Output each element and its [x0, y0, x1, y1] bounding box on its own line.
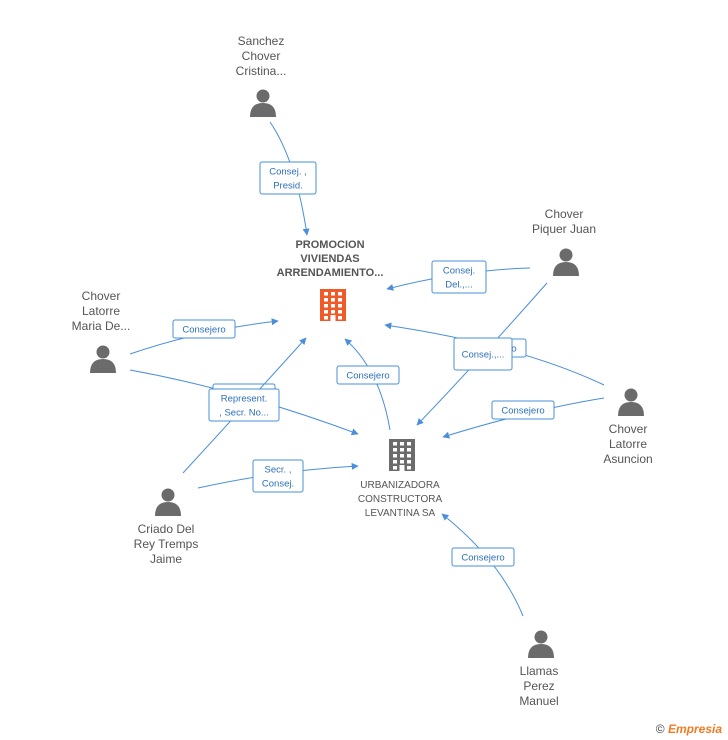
edge-label-box[interactable]	[259, 161, 317, 195]
edge-llamas-urbanizadora: Consejero	[441, 513, 524, 617]
person-icon[interactable]	[528, 630, 554, 659]
edge-sanchez-promocion: Consej. , Presid.	[259, 121, 317, 236]
edge-label-text: Represent.	[221, 394, 267, 405]
edge-label-text: Consejero	[461, 553, 504, 564]
edge-label-box[interactable]	[491, 400, 555, 420]
node-label[interactable]: Llamas	[520, 664, 559, 678]
footer: © Empresia	[656, 722, 722, 736]
edge-label-box[interactable]	[451, 547, 515, 567]
node-sanchez[interactable]: SanchezChoverCristina...	[236, 34, 287, 117]
edge-label-box[interactable]	[431, 260, 487, 294]
edge-label-text: Consej.,...	[462, 350, 505, 361]
edge-label-box[interactable]	[252, 459, 304, 493]
node-promocion[interactable]: PROMOCION VIVIENDAS ARRENDAMIENTO...	[277, 239, 384, 321]
person-icon[interactable]	[155, 488, 181, 517]
node-label[interactable]: Cristina...	[236, 64, 287, 78]
edge-label-box[interactable]	[453, 337, 513, 371]
person-icon[interactable]	[250, 89, 276, 118]
copyright-icon: ©	[655, 722, 665, 736]
node-label[interactable]: Chover	[242, 49, 281, 63]
node-urbanizadora[interactable]: URBANIZADORA CONSTRUCTORA LEVANTINA SA	[358, 439, 443, 519]
node-label[interactable]: Jaime	[150, 552, 182, 566]
person-icon[interactable]	[90, 345, 116, 374]
edge-label-text: Consej. ,	[269, 167, 307, 178]
edge-label-text: Consejero	[182, 325, 225, 336]
node-label[interactable]: Rey Tremps	[134, 537, 199, 551]
edge-label-text: Secr. ,	[265, 465, 292, 476]
edge-label-text: Consej.	[262, 479, 294, 490]
node-label[interactable]: Criado Del	[138, 522, 195, 536]
edge-label-box[interactable]	[208, 388, 280, 422]
edge-asuncion-urbanizadora: Consejero	[442, 397, 605, 439]
edge-urbanizadora-promocion: Consejero	[336, 338, 400, 431]
node-label[interactable]: Latorre	[609, 437, 647, 451]
edge-label-text: Del.,...	[445, 280, 472, 291]
edge-maria-promocion: Consejero	[129, 318, 279, 355]
node-label[interactable]: Maria De...	[72, 319, 131, 333]
node-label[interactable]: Manuel	[519, 694, 558, 708]
node-label[interactable]: Sanchez	[238, 34, 285, 48]
edge-label-text: Consejero	[501, 406, 544, 417]
building-icon[interactable]	[389, 439, 415, 471]
node-label[interactable]: CONSTRUCTORA	[358, 494, 443, 505]
node-label[interactable]: Piquer Juan	[532, 222, 596, 236]
node-label[interactable]: URBANIZADORA	[360, 480, 440, 491]
node-label[interactable]: ARRENDAMIENTO...	[277, 267, 384, 279]
building-icon-main[interactable]	[320, 289, 346, 321]
node-label[interactable]: PROMOCION	[295, 239, 364, 251]
node-label[interactable]: Perez	[523, 679, 554, 693]
edge-label-text: Consejero	[346, 371, 389, 382]
edge-criado-urbanizadora: Secr. , Consej.	[197, 459, 359, 493]
edge-piquer-urbanizadora: Consej.,...	[416, 282, 548, 426]
person-icon[interactable]	[618, 388, 644, 417]
edge-criado-promocion: Represent. , Secr. No...	[182, 337, 307, 474]
node-label[interactable]: Latorre	[82, 304, 120, 318]
edge-label-box[interactable]	[172, 319, 236, 339]
node-label[interactable]: Chover	[609, 422, 648, 436]
edge-piquer-promocion: Consej. Del.,...	[386, 260, 531, 294]
edge-label-text: Consej.	[443, 266, 475, 277]
node-label[interactable]: Chover	[545, 207, 584, 221]
nodes-layer: PROMOCION VIVIENDAS ARRENDAMIENTO... URBANI…	[72, 34, 653, 708]
node-label[interactable]: LEVANTINA SA	[365, 508, 436, 519]
edge-label-text: , Secr. No...	[219, 408, 269, 419]
edges-layer: Consej. , Presid. Consej. Del.,... Consejero…	[129, 121, 605, 617]
node-label[interactable]: VIVIENDAS	[300, 253, 359, 265]
edge-label-text: Presid.	[273, 181, 303, 192]
edge-label-box[interactable]	[336, 365, 400, 385]
node-label[interactable]: Chover	[82, 289, 121, 303]
brand-logo[interactable]: Empresia	[667, 722, 722, 736]
person-icon[interactable]	[553, 248, 579, 277]
node-label[interactable]: Asuncion	[603, 452, 652, 466]
